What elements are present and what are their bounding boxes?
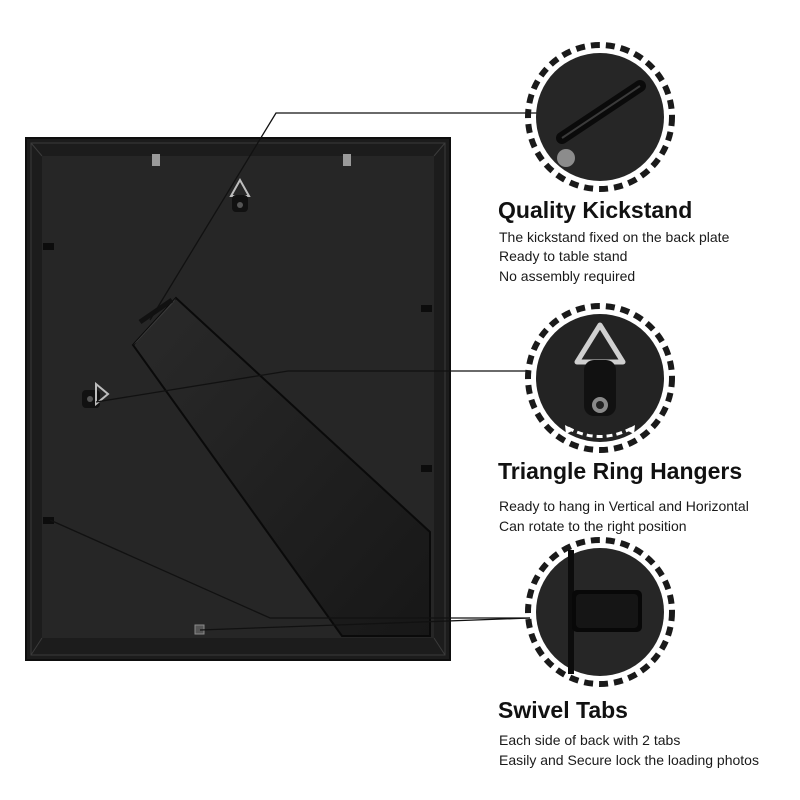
feature-line: No assembly required bbox=[499, 268, 636, 284]
feature-line: Ready to hang in Vertical and Horizontal bbox=[499, 498, 749, 514]
feature-line: Ready to table stand bbox=[499, 248, 628, 264]
detail-circle-kickstand bbox=[525, 42, 675, 192]
kickstand-hinge-icon bbox=[556, 80, 646, 167]
swivel-tab-icon bbox=[568, 550, 642, 674]
feature-line: Each side of back with 2 tabs bbox=[499, 732, 681, 748]
kickstand bbox=[131, 296, 431, 637]
detail-circle-hanger bbox=[525, 303, 675, 453]
swivel-tab bbox=[421, 465, 432, 472]
feature-line: Can rotate to the right position bbox=[499, 518, 687, 534]
top-clip bbox=[152, 154, 160, 166]
triangle-hanger bbox=[229, 177, 251, 212]
feature-title: Swivel Tabs bbox=[498, 697, 628, 723]
top-clip bbox=[343, 154, 351, 166]
triangle-ring-hanger-icon bbox=[565, 322, 635, 438]
feature-line: Easily and Secure lock the loading photo… bbox=[499, 752, 759, 768]
swivel-tab bbox=[43, 243, 54, 250]
feature-title: Quality Kickstand bbox=[498, 197, 693, 223]
swivel-tab bbox=[421, 305, 432, 312]
callout-lines bbox=[49, 112, 560, 631]
triangle-hanger-horizontal bbox=[82, 381, 110, 408]
detail-circle-swivel-tab bbox=[525, 537, 675, 687]
swivel-tab bbox=[43, 517, 54, 524]
feature-line: The kickstand fixed on the back plate bbox=[499, 229, 730, 245]
feature-title: Triangle Ring Hangers bbox=[498, 458, 743, 484]
